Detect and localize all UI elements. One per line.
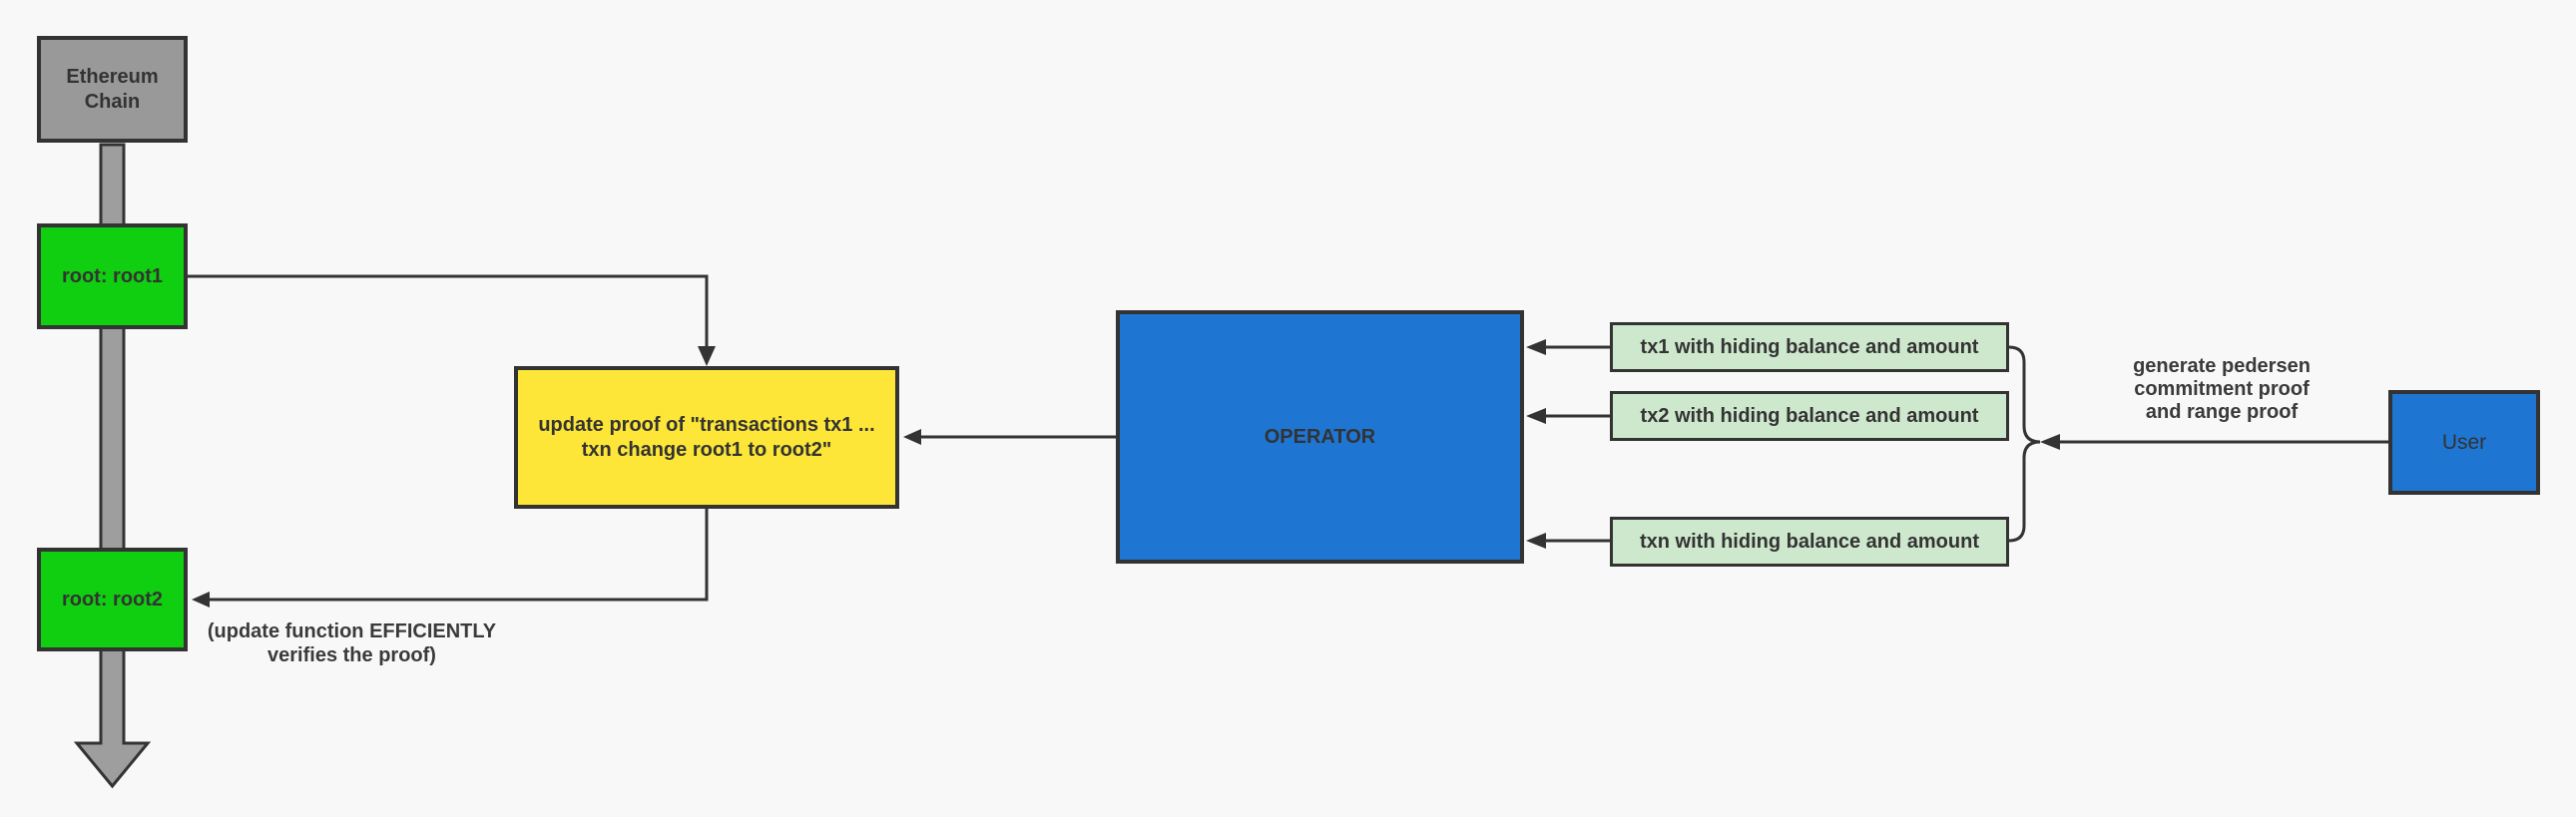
pedersen-note-line1: generate pedersen: [2133, 355, 2311, 377]
tx2-label: tx2 with hiding balance and amount: [1640, 404, 1979, 427]
arrowhead-tx2-into-operator: [1526, 408, 1546, 424]
arrowhead-tx1-into-operator: [1526, 339, 1546, 355]
update-function-note: (update function EFFICIENTLY verifies th…: [180, 619, 524, 667]
user-label: User: [2441, 431, 2487, 454]
arrow-root1-to-update-proof: [188, 274, 709, 348]
node-root2: root: root2: [37, 548, 188, 651]
ethereum-chain-label-line1: Ethereum: [66, 65, 159, 88]
pedersen-note: generate pedersen commitment proof and r…: [2106, 355, 2337, 424]
node-ethereum-chain: Ethereum Chain: [37, 36, 188, 143]
node-operator: OPERATOR: [1116, 310, 1524, 564]
tx1-label: tx1 with hiding balance and amount: [1640, 335, 1979, 358]
arrowhead-into-update-proof-top: [698, 346, 716, 366]
pedersen-note-line3: and range proof: [2145, 401, 2299, 423]
root2-label: root: root2: [61, 588, 164, 611]
node-update-proof: update proof of "transactions tx1 ... tx…: [514, 366, 899, 509]
brace-tx-group: [2008, 345, 2041, 543]
node-tx1: tx1 with hiding balance and amount: [1610, 322, 2009, 372]
update-proof-label-line2: txn change root1 to root2": [581, 438, 832, 461]
root1-label: root: root1: [61, 264, 164, 287]
node-tx2: tx2 with hiding balance and amount: [1610, 391, 2009, 441]
node-user: User: [2388, 390, 2540, 495]
txn-label: txn with hiding balance and amount: [1639, 530, 1979, 553]
update-proof-label-line1: update proof of "transactions tx1 ...: [538, 413, 875, 436]
arrow-update-proof-to-root2: [210, 509, 709, 602]
arrowhead-into-root2: [192, 592, 210, 608]
node-root1: root: root1: [37, 223, 188, 329]
operator-label: OPERATOR: [1264, 425, 1376, 448]
node-txn: txn with hiding balance and amount: [1610, 517, 2009, 567]
arrowhead-into-update-proof-right: [903, 429, 921, 445]
update-function-note-line1: (update function EFFICIENTLY: [207, 620, 497, 642]
arrowhead-txn-into-operator: [1526, 533, 1546, 549]
pedersen-note-line2: commitment proof: [2134, 378, 2310, 400]
update-function-note-line2: verifies the proof): [267, 644, 436, 666]
arrowhead-into-tx-group: [2040, 434, 2060, 450]
ethereum-chain-label-line2: Chain: [84, 90, 141, 113]
